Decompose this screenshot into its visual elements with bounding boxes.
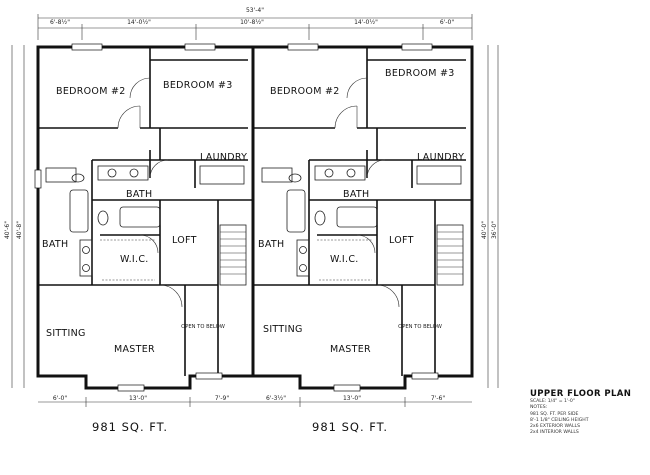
unit-left-open-below-label: OPEN TO BELOW xyxy=(181,324,225,330)
top-dim-1: 6'-8½" xyxy=(50,19,70,26)
unit-left-bedroom3-label: BEDROOM #3 xyxy=(163,80,233,91)
plan-scale: SCALE: 1/4" = 1'-0" xyxy=(530,399,575,404)
unit-right-exterior-walls xyxy=(251,45,474,390)
note-item: 8'-1 1/8" CEILING HEIGHT xyxy=(530,417,589,423)
notes-label: NOTES: xyxy=(530,405,548,411)
unit-right-sitting-label: SITTING xyxy=(263,324,303,335)
unit-right-bedroom2-label: BEDROOM #2 xyxy=(270,86,340,97)
note-item: 981 SQ. FT. PER SIDE xyxy=(530,411,579,417)
unit-right-area-label: 981 SQ. FT. xyxy=(312,420,388,434)
unit-right-loft-label: LOFT xyxy=(389,235,414,246)
unit-left-master-label: MASTER xyxy=(114,344,155,355)
unit-right-bath-lower-label: BATH xyxy=(258,239,284,250)
unit-right-bedroom3-label: BEDROOM #3 xyxy=(385,68,455,79)
unit-right-stairs xyxy=(436,224,464,286)
unit-left-area-label: 981 SQ. FT. xyxy=(92,420,168,434)
right-inner-dim: 40'-0" xyxy=(481,221,488,239)
right-outer-dim: 36'-0" xyxy=(491,221,498,239)
unit-right-wic-label: W.I.C. xyxy=(330,254,359,265)
unit-left-bath-upper-label: BATH xyxy=(126,189,152,200)
unit-left-bottom-dim-1: 6'-0" xyxy=(53,395,67,402)
unit-left-stairs xyxy=(219,224,247,286)
unit-left-bedroom2-label: BEDROOM #2 xyxy=(56,86,126,97)
title-block: UPPER FLOOR PLAN SCALE: 1/4" = 1'-0" NOT… xyxy=(530,389,645,437)
top-dim-5: 6'-0" xyxy=(440,19,454,26)
unit-left-sitting-label: SITTING xyxy=(46,328,86,339)
note-item: 2x6 EXTERIOR WALLS xyxy=(530,424,580,430)
overall-dimension: 53'-4" xyxy=(246,7,264,14)
note-item: 2x4 INTERIOR WALLS xyxy=(530,430,579,436)
unit-right-master-label: MASTER xyxy=(330,344,371,355)
unit-right-open-below-label: OPEN TO BELOW xyxy=(398,324,442,330)
unit-left-loft-label: LOFT xyxy=(172,235,197,246)
unit-right-bottom-dim-3: 7'-6" xyxy=(431,395,445,402)
unit-right: BEDROOM #2 BEDROOM #3 LAUNDRY BATH BATH … xyxy=(251,43,474,434)
unit-right-bottom-dim-2: 13'-0" xyxy=(343,395,361,402)
top-dimensions: 53'-4" 6'-8½" 14'-0½" 10'-8½" 14'-0½" 6'… xyxy=(37,7,473,40)
left-outer-dim: 40'-6" xyxy=(4,221,11,239)
top-dim-4: 14'-0½" xyxy=(354,19,378,26)
unit-right-laundry-label: LAUNDRY xyxy=(417,152,464,163)
unit-left-bath-lower-label: BATH xyxy=(42,239,68,250)
plan-title: UPPER FLOOR PLAN xyxy=(530,389,632,399)
unit-right-bottom-dim-1: 6'-3½" xyxy=(266,395,286,402)
unit-left-bottom-dim-3: 7'-9" xyxy=(215,395,229,402)
left-inner-dim: 40'-8" xyxy=(16,221,23,239)
unit-left-laundry-label: LAUNDRY xyxy=(200,152,247,163)
top-dim-3: 10'-8½" xyxy=(240,19,264,26)
unit-left: BEDROOM #2 BEDROOM #3 LAUNDRY BATH BATH … xyxy=(34,43,255,434)
top-dim-2: 14'-0½" xyxy=(127,19,151,26)
unit-left-bottom-dim-2: 13'-0" xyxy=(129,395,147,402)
unit-right-bath-upper-label: BATH xyxy=(343,189,369,200)
unit-left-wic-label: W.I.C. xyxy=(120,254,149,265)
side-dimensions: 40'-6" 40'-8" 40'-0" 36'-0" xyxy=(4,45,499,388)
